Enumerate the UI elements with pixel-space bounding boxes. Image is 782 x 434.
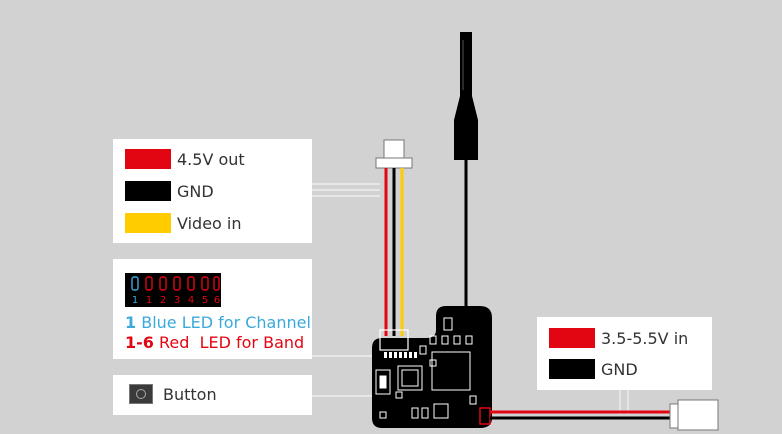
red-swatch <box>125 149 171 169</box>
blue-led-number: 1 <box>125 313 137 332</box>
legend-item-button: Button <box>129 384 217 404</box>
power-cable <box>490 410 672 420</box>
red-led-text: Red LED for Band <box>159 333 305 352</box>
legend-item-power-in: 3.5-5.5V in <box>549 328 688 348</box>
red-led-caption: 1-6 Red LED for Band <box>125 333 304 352</box>
legend-label: GND <box>177 181 214 201</box>
led-number: 1 <box>146 295 152 306</box>
led-number: 4 <box>188 295 194 306</box>
red-swatch <box>549 328 595 348</box>
legend-item-gnd: GND <box>125 181 214 201</box>
legend-label: 3.5-5.5V in <box>601 328 689 348</box>
yellow-swatch <box>125 213 171 233</box>
led-number: 2 <box>160 295 166 306</box>
power-connector-icon <box>669 399 719 431</box>
black-swatch <box>549 359 595 379</box>
legend-label: 4.5V out <box>177 149 245 169</box>
legend-item-video-in: Video in <box>125 213 242 233</box>
wire-legend: 4.5V out GND Video in <box>113 139 312 243</box>
legend-label: Button <box>163 384 217 404</box>
led-legend: 1 1 2 3 4 5 6 1 Blue LED for Channel 1-6… <box>113 259 312 359</box>
led-number: 5 <box>202 295 208 306</box>
led-strip-icon: 1 1 2 3 4 5 6 <box>125 273 221 307</box>
video-cable <box>384 168 404 336</box>
vtx-board <box>372 306 492 428</box>
red-led-number: 1-6 <box>125 333 154 352</box>
led-number: 1 <box>132 295 138 306</box>
legend-label: GND <box>601 359 638 379</box>
button-legend: Button <box>113 375 312 415</box>
black-swatch <box>125 181 171 201</box>
blue-led-caption: 1 Blue LED for Channel <box>125 313 311 332</box>
led-number: 3 <box>174 295 180 306</box>
antenna-icon <box>454 32 478 312</box>
leader-lines <box>312 183 629 414</box>
legend-item-power-gnd: GND <box>549 359 638 379</box>
legend-label: Video in <box>177 213 242 233</box>
legend-item-power-out: 4.5V out <box>125 149 245 169</box>
blue-led-text: Blue LED for Channel <box>141 313 311 332</box>
power-legend: 3.5-5.5V in GND <box>537 317 712 390</box>
push-button-icon <box>129 384 153 404</box>
video-connector-icon <box>375 139 413 169</box>
led-number: 6 <box>214 295 220 306</box>
